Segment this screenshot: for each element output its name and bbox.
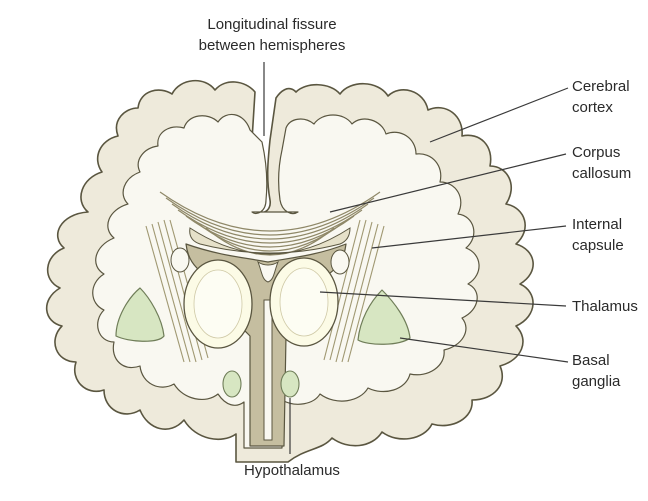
- label-internal-capsule: Internal capsule: [572, 214, 624, 256]
- thalamus-left-inner: [194, 270, 242, 338]
- label-cerebral-cortex: Cerebral cortex: [572, 76, 630, 118]
- caudate-left: [171, 248, 189, 272]
- label-longitudinal-fissure: Longitudinal fissure between hemispheres: [182, 14, 362, 56]
- hypothalamus-right: [281, 371, 299, 397]
- third-ventricle: [264, 300, 272, 440]
- label-thalamus: Thalamus: [572, 296, 638, 317]
- label-hypothalamus: Hypothalamus: [232, 460, 352, 481]
- caudate-right: [331, 250, 349, 274]
- label-basal-ganglia: Basal ganglia: [572, 350, 620, 392]
- label-corpus-callosum: Corpus callosum: [572, 142, 631, 184]
- hypothalamus-left: [223, 371, 241, 397]
- thalamus-right-inner: [280, 268, 328, 336]
